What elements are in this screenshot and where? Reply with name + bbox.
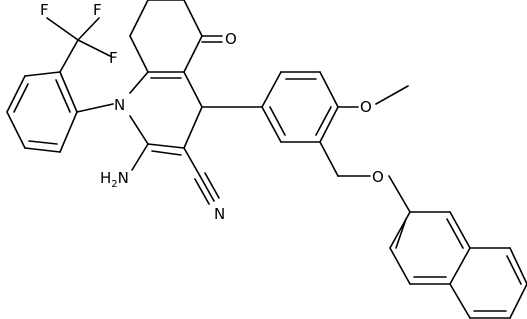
bond-ph-3 <box>6 111 26 149</box>
bond-cf3-f2 <box>77 17 100 41</box>
bonds <box>6 0 527 319</box>
bond-ar-1 <box>261 71 282 108</box>
bond-c4-c4a <box>183 71 203 108</box>
bond-nap-11 <box>449 283 471 319</box>
bond-o-naph <box>388 175 411 213</box>
atom-o-ether: O <box>372 168 384 186</box>
bond-nap-d3 <box>446 218 464 249</box>
bond-ph-d3 <box>55 79 71 113</box>
bond-cn-triple-1 <box>199 175 215 202</box>
bond-ar-6 <box>261 106 282 143</box>
atom-f-top-left: F <box>40 1 49 19</box>
bond-ar-d3 <box>269 106 286 136</box>
bond-ar-4 <box>319 106 339 143</box>
bond-ph-1 <box>24 71 61 77</box>
bond-c8-c7 <box>129 0 149 37</box>
bond-nap-5 <box>449 211 471 249</box>
bond-cf3-f1 <box>46 17 79 41</box>
bond-c2-c3-d <box>151 150 182 156</box>
bond-ph-d1 <box>13 83 29 113</box>
atom-f-top-right: F <box>93 1 102 19</box>
bond-c8a-c8 <box>129 35 149 73</box>
bond-c2-c3 <box>147 143 185 149</box>
bond-nap-4 <box>449 247 471 285</box>
amino-n: N <box>118 169 129 187</box>
amino-h: H <box>100 169 111 187</box>
bond-nap-2 <box>389 247 411 285</box>
bond-nap-1 <box>389 211 411 249</box>
bond-ar-3 <box>319 71 339 108</box>
bond-ph-2 <box>6 75 26 113</box>
atom-n-nitrile: N <box>214 205 225 223</box>
bond-cf3-aryl <box>59 39 79 73</box>
bond-ph-5 <box>59 111 78 153</box>
bond-nap-d4 <box>506 255 522 285</box>
bond-ph-n <box>76 103 114 113</box>
atom-labels: F F F O N H2N N O O <box>40 1 384 223</box>
bond-ar-ch2 <box>319 141 339 177</box>
bond-cn-triple-2 <box>194 178 210 205</box>
bond-c2-nh2 <box>131 143 149 171</box>
bond-n-c2 <box>129 115 149 145</box>
amino-subscript: 2 <box>111 179 117 190</box>
bond-ph-d2 <box>28 140 58 145</box>
bond-nap-8 <box>509 247 527 285</box>
bond-c3-cn <box>183 147 201 177</box>
bond-cn-triple-3 <box>204 172 220 199</box>
atom-o-methoxy: O <box>360 98 372 116</box>
bond-c6-c5 <box>183 0 203 37</box>
bond-c5-c4a <box>183 35 203 73</box>
atom-n-amino: H2N <box>100 169 129 190</box>
bond-nap-d1 <box>395 218 407 249</box>
atom-o-ketone: O <box>225 30 237 48</box>
bond-ph-6 <box>59 71 78 113</box>
bond-c3-c4 <box>183 106 203 149</box>
bond-n-c8a <box>129 71 149 94</box>
bond-ph-4 <box>24 147 61 153</box>
bond-o-me <box>375 85 409 105</box>
atom-n-ring: N <box>114 96 125 114</box>
bond-cf3-f3 <box>77 39 111 57</box>
atom-f-middle: F <box>109 49 118 67</box>
bond-nap-9 <box>509 283 527 319</box>
bond-ar-d2 <box>315 106 332 136</box>
